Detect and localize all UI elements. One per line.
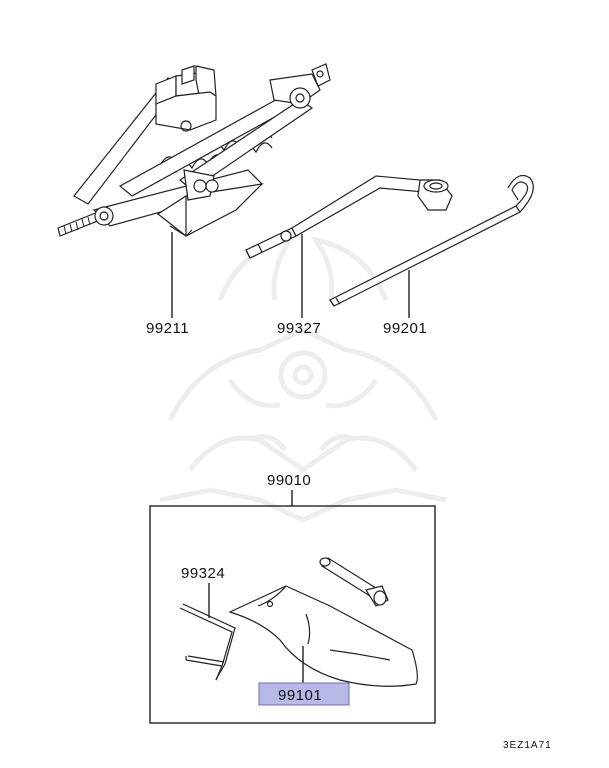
label-99324[interactable]: 99324 [181, 565, 225, 582]
lug-wrench-illustration [245, 175, 453, 259]
jack-handle-bar-illustration [329, 175, 534, 307]
watermark-emblem [159, 236, 447, 523]
label-99327[interactable]: 99327 [277, 320, 321, 337]
crank-handle-illustration [179, 603, 236, 681]
jack-illustration [57, 63, 331, 237]
tool-bag-illustration [228, 585, 418, 687]
label-99101[interactable]: 99101 [278, 687, 322, 704]
label-99010[interactable]: 99010 [267, 472, 311, 489]
highlight-99101 [258, 682, 350, 706]
label-99201[interactable]: 99201 [383, 320, 427, 337]
label-99211[interactable]: 99211 [146, 320, 189, 337]
socket-wrench-illustration [319, 557, 389, 607]
figure-code: 3EZ1A71 [503, 740, 552, 751]
tool-kit-box [149, 505, 436, 724]
jack-screw-thread [57, 211, 101, 237]
